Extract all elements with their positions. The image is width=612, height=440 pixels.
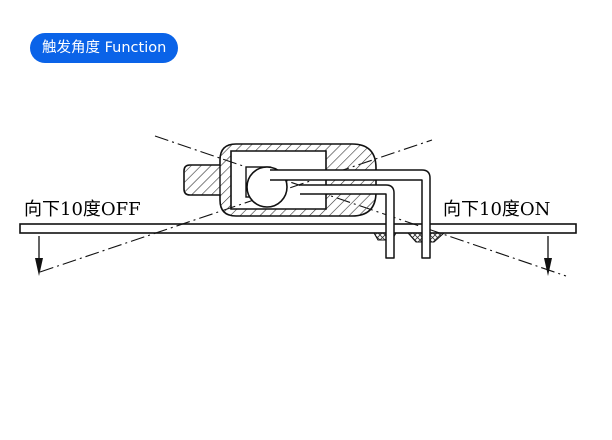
lead-outer xyxy=(270,169,431,259)
down-arrow-left xyxy=(35,236,43,276)
label-off: 向下10度OFF xyxy=(24,199,141,220)
lead-inner xyxy=(300,184,395,259)
pcb-board xyxy=(19,223,577,234)
label-on: 向下10度ON xyxy=(443,199,550,220)
function-badge: 触发角度 Function xyxy=(30,33,179,63)
function-badge-label: 触发角度 Function xyxy=(42,40,167,56)
down-arrow-right xyxy=(544,236,552,276)
